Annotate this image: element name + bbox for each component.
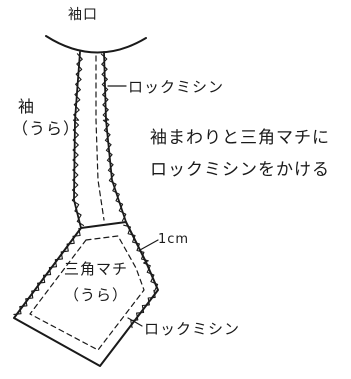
leader-serge-bottom	[127, 317, 143, 327]
serge-label-top: ロックミシン	[128, 78, 225, 96]
sleeve-right-edge	[103, 51, 127, 223]
sleeve-label: 袖 （うら）	[12, 96, 80, 140]
gusset-outline	[13, 221, 159, 367]
leader-1cm	[139, 239, 159, 251]
cuff-label: 袖口	[68, 7, 98, 23]
sleeve-side: （うら）	[12, 119, 81, 138]
serge-zigzag-sleeve-right	[100, 53, 127, 222]
seam-width-label: 1cm	[158, 232, 190, 247]
cuff-edge	[45, 35, 147, 54]
serge-zigzag-gusset-bottom	[130, 289, 156, 329]
gusset-label: 三角マチ （うら）	[64, 256, 128, 308]
sleeve-stitch-line	[95, 55, 105, 221]
instruction-line-1: 袖まわりと三角マチに	[150, 128, 330, 148]
serge-zigzag-sleeve-left	[71, 53, 85, 226]
serge-label-bottom: ロックミシン	[144, 320, 241, 338]
serge-zigzag-gusset-left	[13, 227, 81, 315]
instruction-note: 袖まわりと三角マチに ロックミシンをかける	[150, 122, 330, 186]
serge-zigzag-gusset-right	[123, 224, 159, 292]
gusset-name: 三角マチ	[64, 260, 129, 278]
instruction-line-2: ロックミシンをかける	[150, 160, 330, 180]
gusset-side: （うら）	[64, 286, 129, 304]
gusset-seam-line	[29, 235, 145, 351]
sleeve-name: 袖	[18, 97, 36, 116]
